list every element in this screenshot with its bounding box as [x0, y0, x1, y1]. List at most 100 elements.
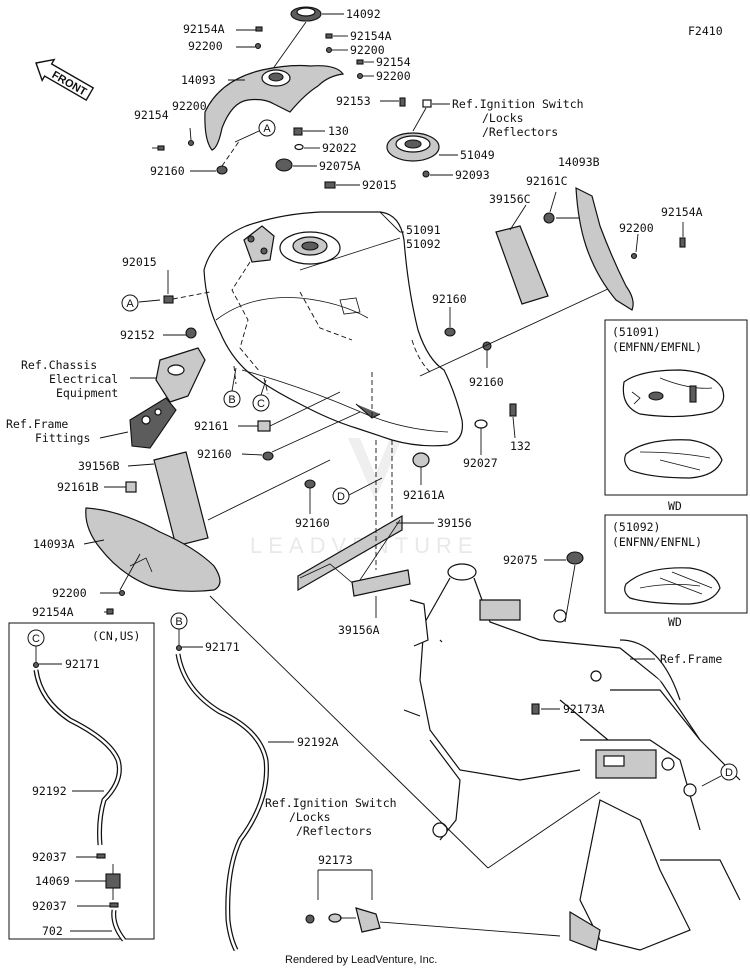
label-ref-frame-fittings-2: Fittings — [35, 431, 90, 445]
part-14093-cover — [204, 64, 345, 151]
pad-icon — [125, 481, 137, 493]
callout-a-label: A — [263, 123, 271, 135]
label-92160-5: 92160 — [295, 516, 330, 530]
pad-icon — [257, 420, 271, 432]
grommet-icon — [216, 165, 228, 175]
grommet-icon — [566, 551, 584, 565]
grommet-icon — [262, 451, 274, 461]
label-92022: 92022 — [322, 141, 357, 155]
clamp-icon — [185, 327, 197, 339]
clip-icon — [175, 644, 183, 652]
label-39156: 39156 — [437, 516, 472, 530]
label-92173A: 92173A — [563, 702, 605, 716]
inset1-wd: WD — [668, 499, 682, 513]
bolt-icon — [531, 703, 540, 715]
label-92154A-2: 92154A — [350, 29, 392, 43]
label-92037-1: 92037 — [32, 850, 67, 864]
inset-51091-tank-side — [624, 439, 723, 479]
bolt-icon — [255, 26, 263, 32]
labels: 14092 92154A 92200 92154A 92200 92154 14… — [6, 7, 722, 938]
callout-b-label: B — [228, 394, 235, 406]
label-132: 132 — [510, 439, 531, 453]
filter-14069 — [105, 864, 121, 900]
label-51091: 51091 — [406, 223, 441, 237]
part-51049-fuel-cap — [386, 107, 440, 162]
pad-icon — [412, 452, 430, 468]
part-frame-fittings — [129, 397, 177, 449]
part-14093B-cover — [575, 186, 634, 311]
bolt-icon — [163, 295, 174, 304]
label-ref-ignition-1: Ref.Ignition Switch — [452, 97, 584, 111]
label-92200-6: 92200 — [52, 586, 87, 600]
label-92161C: 92161C — [526, 174, 568, 188]
label-92160-4: 92160 — [197, 447, 232, 461]
label-cnus: (CN,US) — [92, 629, 140, 643]
inset2-title-2: (ENFNN/ENFNL) — [612, 535, 702, 549]
callout-c: C — [252, 394, 270, 412]
inset-51091 — [604, 319, 748, 496]
hose-92192A — [175, 653, 269, 952]
callout-c-2: C — [27, 629, 45, 647]
washer-icon — [356, 72, 364, 80]
label-ref-ignition-1c: /Reflectors — [482, 125, 558, 139]
washer-icon — [474, 419, 488, 429]
label-39156B: 39156B — [78, 459, 120, 473]
callout-c-label: C — [257, 398, 265, 410]
washer-icon — [118, 589, 126, 597]
label-ref-chassis-1: Ref.Chassis — [21, 358, 97, 372]
inset-51091-tank-top — [622, 369, 725, 418]
grommet-icon — [275, 158, 293, 172]
bolt-icon — [157, 145, 165, 151]
label-ref-chassis-2: Electrical — [49, 372, 118, 386]
label-14093B: 14093B — [558, 155, 600, 169]
label-92153: 92153 — [336, 94, 371, 108]
label-92154-2: 92154 — [134, 108, 169, 122]
label-92075: 92075 — [503, 553, 538, 567]
label-ref-ignition-2b: /Locks — [289, 810, 331, 824]
label-92027: 92027 — [463, 456, 498, 470]
label-51049: 51049 — [460, 148, 495, 162]
washer-icon — [422, 170, 430, 178]
washer-icon — [294, 143, 304, 151]
nut-icon — [422, 99, 432, 108]
washer-icon — [187, 139, 195, 147]
clip-icon — [109, 902, 119, 908]
part-39156A-pad — [351, 569, 411, 597]
label-130: 130 — [328, 124, 349, 138]
washer-icon — [325, 46, 333, 54]
label-92037-2: 92037 — [32, 899, 67, 913]
label-92171-1: 92171 — [65, 657, 100, 671]
part-39156-pad — [297, 514, 403, 592]
label-92161B: 92161B — [57, 480, 99, 494]
label-92152: 92152 — [120, 328, 155, 342]
grommet-icon — [444, 327, 456, 337]
part-51091-fuel-tank — [203, 211, 464, 447]
label-51092: 51092 — [406, 237, 441, 251]
part-39156B-pad — [153, 451, 209, 547]
inset2-title-1: (51092) — [612, 520, 660, 534]
front-arrow-icon: FRONT — [35, 58, 95, 102]
label-92171-2: 92171 — [205, 640, 240, 654]
label-92160-3: 92160 — [469, 375, 504, 389]
callout-b: B — [223, 390, 241, 408]
grommet-icon — [543, 212, 555, 224]
bolt-icon — [293, 127, 303, 136]
bolt-icon — [106, 608, 114, 615]
label-39156C: 39156C — [489, 192, 531, 206]
label-92154-1: 92154 — [376, 55, 411, 69]
label-39156A: 39156A — [338, 623, 380, 637]
label-92015-1: 92015 — [362, 178, 397, 192]
bolt-icon — [679, 237, 686, 248]
label-92015-2: 92015 — [122, 255, 157, 269]
bolt-icon — [399, 97, 406, 107]
label-92160-1: 92160 — [150, 164, 185, 178]
figure-code: F2410 — [688, 24, 723, 38]
label-92200-5: 92200 — [619, 221, 654, 235]
part-92173 — [305, 907, 381, 933]
callout-a-2: A — [121, 294, 161, 312]
label-ref-ignition-2: Ref.Ignition Switch — [265, 796, 397, 810]
label-14093A: 14093A — [33, 537, 75, 551]
label-92200-2: 92200 — [350, 43, 385, 57]
